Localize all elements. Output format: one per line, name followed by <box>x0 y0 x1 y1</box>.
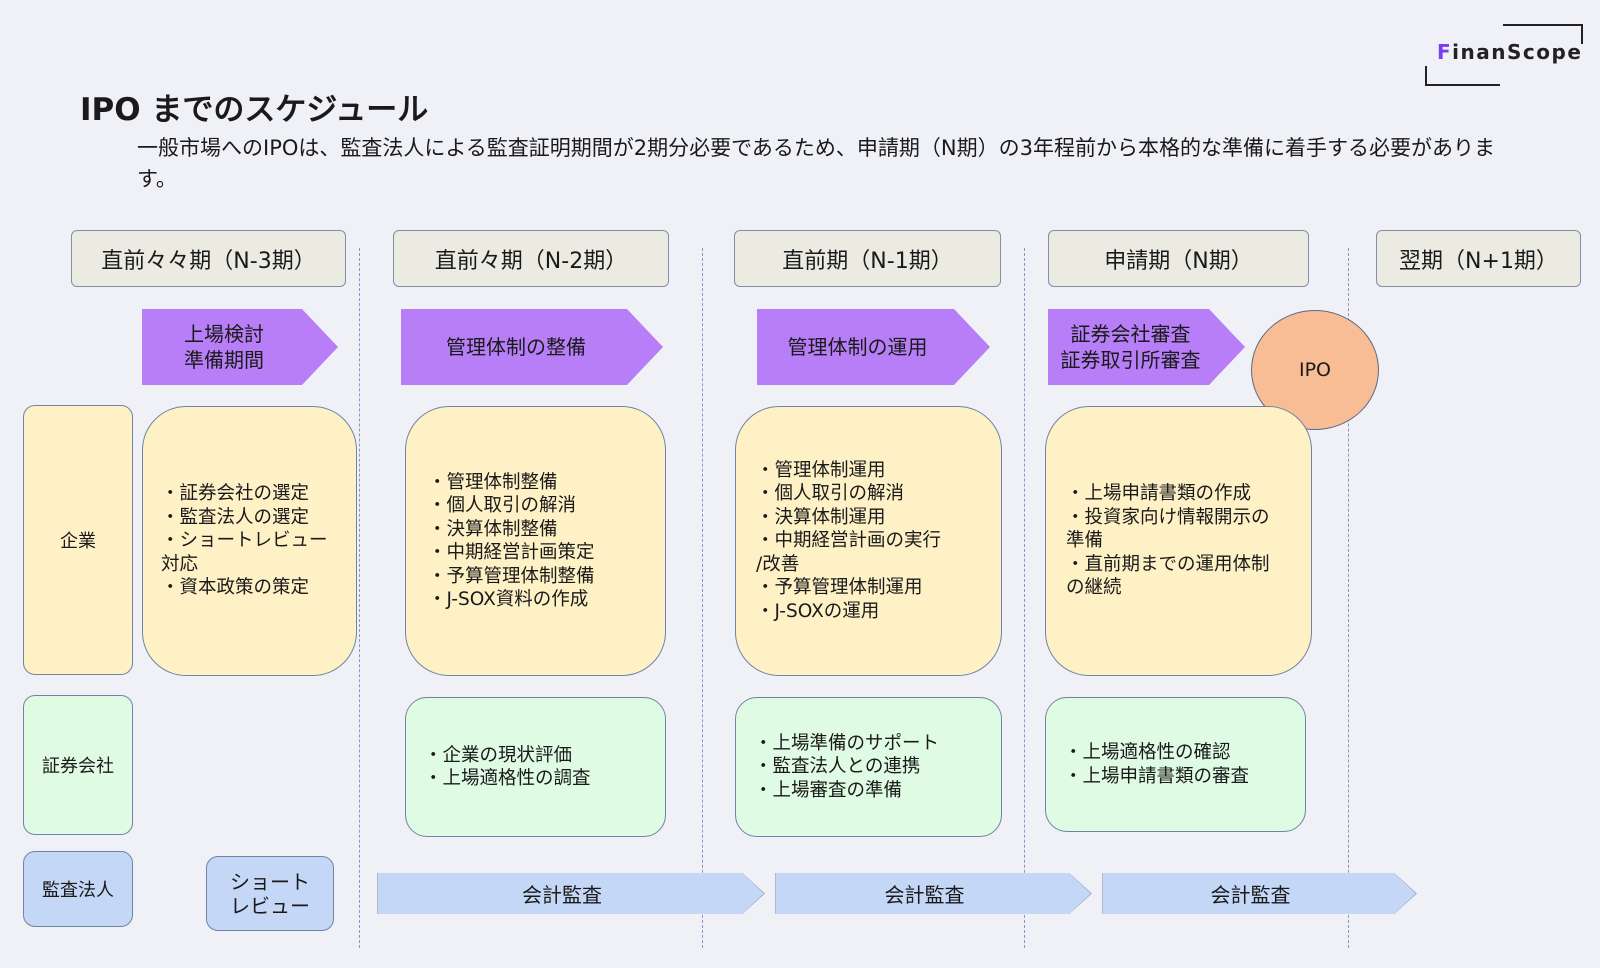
task-item: ・中期経営計画策定 <box>428 542 595 563</box>
milestone-line: 上場検討 <box>184 322 264 346</box>
company-task-n1: ・管理体制運用 ・個人取引の解消 ・決算体制運用 ・中期経営計画の実行 /改善 … <box>735 406 1002 676</box>
short-review-box: ショートレビュー <box>206 856 334 931</box>
securities-task-n2: ・企業の現状評価 ・上場適格性の調査 <box>405 697 666 837</box>
phase-divider <box>702 248 703 948</box>
short-review-line: ショート <box>230 869 310 894</box>
task-item: ・直前期までの運用体制 <box>1066 553 1270 575</box>
task-item: ・監査法人との連携 <box>754 756 921 778</box>
logo: FinanScope <box>1437 40 1582 64</box>
audit-arrow-n1: 会計監査 <box>776 873 1091 914</box>
milestone-line: 管理体制の運用 <box>787 335 928 359</box>
task-item: ・企業の現状評価 <box>424 744 573 766</box>
task-item: ・上場適格性の調査 <box>424 768 591 789</box>
task-item: ・個人取引の解消 <box>756 483 905 505</box>
task-item: の継続 <box>1066 577 1122 599</box>
phase-header-n2: 直前々期（N-2期） <box>393 230 669 287</box>
task-item: ・予算管理体制運用 <box>756 577 923 599</box>
task-item: 対応 <box>161 553 199 575</box>
milestone-line: 証券取引所審査 <box>1060 348 1201 372</box>
task-item: ・上場申請書類の作成 <box>1066 483 1252 505</box>
task-item: ・決算体制運用 <box>756 506 886 528</box>
company-task-n3: ・証券会社の選定 ・監査法人の選定 ・ショートレビュー 対応 ・資本政策の策定 <box>142 406 357 676</box>
row-label-audit-firm: 監査法人 <box>23 851 133 927</box>
lead-text: 一般市場へのIPOは、監査法人による監査証明期間が2期分必要であるため、申請期（… <box>137 136 1495 191</box>
task-item: ・J-SOX資料の作成 <box>428 589 589 610</box>
task-item: ・管理体制運用 <box>756 459 886 481</box>
task-item: ・決算体制整備 <box>428 518 558 540</box>
milestone-line: 管理体制の整備 <box>446 335 586 359</box>
task-item: /改善 <box>756 553 800 575</box>
securities-task-n: ・上場適格性の確認 ・上場申請書類の審査 <box>1045 697 1306 832</box>
task-item: ・上場審査の準備 <box>754 779 903 801</box>
milestone-listing-prep: 上場検討準備期間 <box>142 309 338 385</box>
milestone-line: 証券会社審査 <box>1070 322 1191 346</box>
task-item: ・証券会社の選定 <box>161 483 310 505</box>
task-item: ・投資家向け情報開示の <box>1066 506 1270 528</box>
phase-header-n: 申請期（N期） <box>1048 230 1309 287</box>
company-task-n: ・上場申請書類の作成 ・投資家向け情報開示の 準備 ・直前期までの運用体制 の継… <box>1045 406 1312 676</box>
phase-header-n1: 直前期（N-1期） <box>734 230 1001 287</box>
row-label-securities: 証券会社 <box>23 695 133 835</box>
milestone-governance-setup: 管理体制の整備 <box>401 309 663 385</box>
phase-header-n-plus-1: 翌期（N+1期） <box>1376 230 1581 287</box>
short-review-line: レビュー <box>230 893 310 918</box>
row-label-company: 企業 <box>23 405 133 675</box>
logo-frame-top-right <box>1503 24 1583 44</box>
task-item: ・上場適格性の確認 <box>1064 742 1231 763</box>
milestone-exam: 証券会社審査証券取引所審査 <box>1048 309 1245 385</box>
task-item: ・監査法人の選定 <box>161 506 310 528</box>
task-item: ・資本政策の策定 <box>161 577 310 599</box>
task-item: ・J-SOXの運用 <box>756 600 880 622</box>
task-item: ・管理体制整備 <box>428 471 558 493</box>
logo-frame-bottom-left <box>1425 66 1500 86</box>
milestone-line: 準備期間 <box>184 348 264 372</box>
audit-arrow-n2: 会計監査 <box>378 873 764 914</box>
logo-accent-letter: F <box>1437 40 1453 64</box>
task-item: ・個人取引の解消 <box>428 495 577 516</box>
phase-divider <box>359 248 360 948</box>
phase-divider <box>1348 248 1349 948</box>
task-item: ・上場申請書類の審査 <box>1064 765 1250 787</box>
milestone-governance-operation: 管理体制の運用 <box>757 309 990 385</box>
logo-rest: inanScope <box>1452 40 1583 64</box>
page-title: IPO までのスケジュール <box>80 92 429 128</box>
phase-header-n3: 直前々々期（N-3期） <box>71 230 346 287</box>
company-task-n2: ・管理体制整備 ・個人取引の解消 ・決算体制整備 ・中期経営計画策定 ・予算管理… <box>405 406 666 676</box>
task-item: ・上場準備のサポート <box>754 732 940 754</box>
securities-task-n1: ・上場準備のサポート ・監査法人との連携 ・上場審査の準備 <box>735 697 1002 837</box>
phase-divider <box>1024 248 1025 948</box>
task-item: 準備 <box>1066 530 1104 552</box>
task-item: ・予算管理体制整備 <box>428 565 595 587</box>
task-item: ・中期経営計画の実行 <box>756 530 942 552</box>
task-item: ・ショートレビュー <box>161 530 328 552</box>
audit-arrow-n: 会計監査 <box>1103 873 1416 914</box>
